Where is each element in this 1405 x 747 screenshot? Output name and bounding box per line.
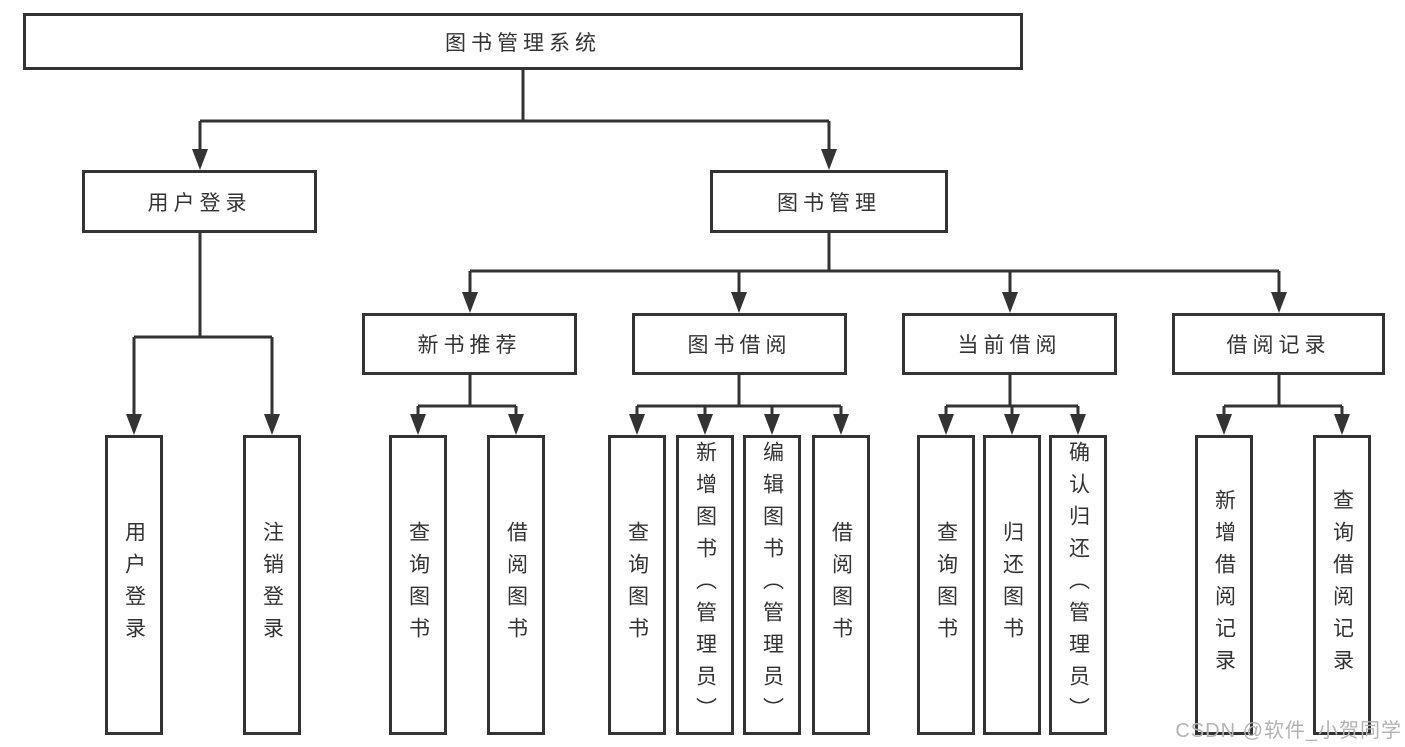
leaf-confirm-return-admin: 确认归还（管理员）: [1049, 435, 1107, 735]
csdn-watermark: CSDN @软件_小贺同学: [1175, 720, 1402, 742]
node-book-borrow: 图书借阅: [632, 313, 847, 375]
leaf-add-book-admin: 新增图书（管理员）: [676, 435, 734, 735]
leaf-user-login-label: 用户登录: [122, 521, 146, 649]
leaf-edit-book-admin: 编辑图书（管理员）: [743, 435, 801, 735]
leaf-borrow-books-label: 借阅图书: [829, 521, 853, 649]
leaf-query-books-recommend-label: 查询图书: [406, 521, 430, 649]
leaf-add-borrow-record: 新增借阅记录: [1195, 435, 1253, 735]
node-book-management: 图书管理: [710, 170, 948, 233]
node-borrow-records-label: 借阅记录: [1226, 334, 1331, 357]
leaf-query-books-recommend: 查询图书: [389, 435, 447, 735]
node-borrow-records: 借阅记录: [1172, 313, 1385, 375]
node-root-label: 图书管理系统: [445, 31, 601, 55]
leaf-return-books-label: 归还图书: [1000, 521, 1024, 649]
node-user-login-label: 用户登录: [147, 191, 252, 215]
node-new-book-recommend: 新书推荐: [362, 313, 577, 375]
node-new-book-recommend-label: 新书推荐: [417, 334, 522, 357]
node-book-borrow-label: 图书借阅: [687, 334, 792, 357]
leaf-query-books-borrow: 查询图书: [608, 435, 666, 735]
leaf-query-borrow-record-label: 查询借阅记录: [1330, 489, 1354, 681]
leaf-edit-book-admin-label: 编辑图书（管理员）: [760, 441, 784, 729]
arrow-down-icons: [126, 149, 1350, 435]
leaf-add-book-admin-label: 新增图书（管理员）: [693, 441, 717, 729]
leaf-user-login: 用户登录: [105, 435, 163, 735]
leaf-query-books-current: 查询图书: [917, 435, 975, 735]
leaf-query-books-current-label: 查询图书: [934, 521, 958, 649]
leaf-query-borrow-record: 查询借阅记录: [1313, 435, 1371, 735]
node-current-borrow: 当前借阅: [902, 313, 1117, 375]
leaf-return-books: 归还图书: [983, 435, 1041, 735]
leaf-borrow-books-recommend-label: 借阅图书: [504, 521, 528, 649]
leaf-borrow-books: 借阅图书: [812, 435, 870, 735]
node-book-management-label: 图书管理: [777, 191, 881, 215]
leaf-logout: 注销登录: [243, 435, 301, 735]
leaf-borrow-books-recommend: 借阅图书: [487, 435, 545, 735]
node-user-login: 用户登录: [82, 170, 317, 233]
node-current-borrow-label: 当前借阅: [957, 334, 1062, 357]
leaf-query-books-borrow-label: 查询图书: [625, 521, 649, 649]
leaf-add-borrow-record-label: 新增借阅记录: [1212, 489, 1236, 681]
leaf-confirm-return-admin-label: 确认归还（管理员）: [1066, 441, 1090, 729]
leaf-logout-label: 注销登录: [260, 521, 284, 649]
node-root: 图书管理系统: [23, 13, 1023, 70]
